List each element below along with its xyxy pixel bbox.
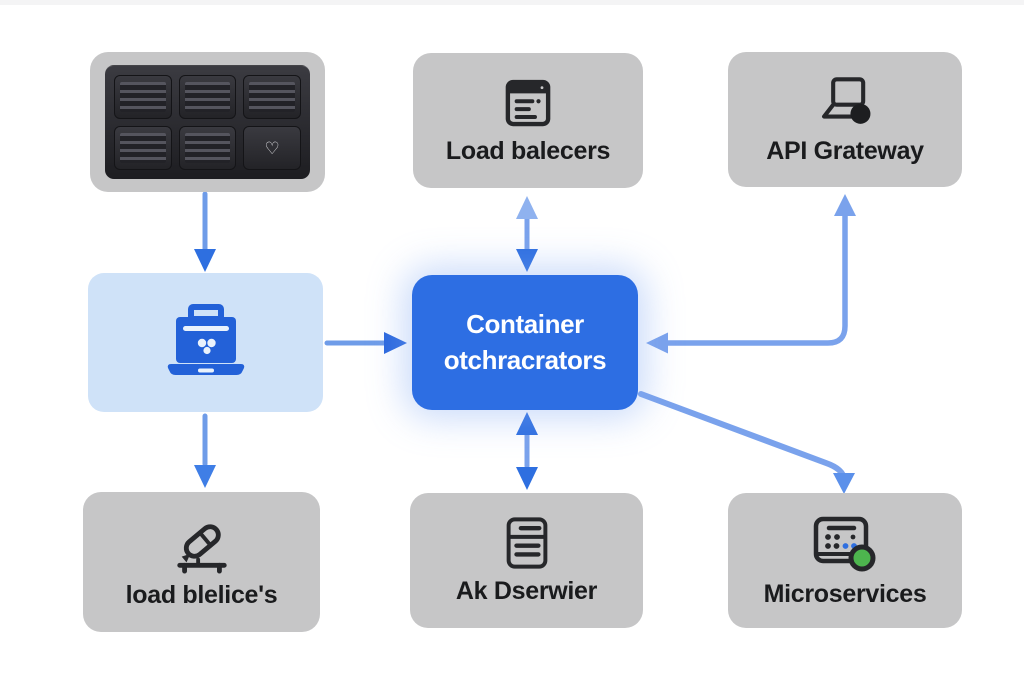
node-load-balancers: Load balecers [413,53,643,188]
node-label: API Grateway [766,137,924,166]
node-server-rack: ♡ [90,52,325,192]
node-api-gateway: API Grateway [728,52,962,187]
arrow-serverrack-to-devices [194,191,216,272]
top-edge-artifact [0,0,1024,5]
node-label: Load balecers [445,137,611,166]
rack-panel [178,126,237,170]
node-app-server: Ak Dserwier [410,493,643,628]
arrow-devices-to-loaddevices [194,413,216,488]
service-board-status-icon [809,512,881,574]
rack-panel [243,75,301,119]
node-label: Ak Dserwier [455,577,598,606]
node-microservices: Microservices [728,493,962,628]
arrow-orchestrator-appserver-bidirectional [516,412,538,490]
rack-panel [114,75,172,119]
heart-icon: ♡ [264,138,280,158]
browser-window-icon [500,75,556,131]
microphone-stand-icon [171,515,233,575]
server-rack-image: ♡ [105,65,310,179]
node-label: Microservices [763,580,927,609]
rack-panel [114,126,172,170]
laptop-status-dot-icon [815,73,875,131]
node-label: Container otchracrators [443,307,607,377]
node-container-orchestrators: Container otchracrators [412,275,638,410]
arrow-loadbalancers-orchestrator-bidirectional [516,196,538,272]
rack-panel [178,75,237,119]
node-label: load blelice's [125,580,278,609]
arrow-devices-to-orchestrator [324,332,407,354]
node-load-devices: load blelice's [83,492,320,632]
arrow-orchestrator-apigateway-elbow [646,194,856,354]
stacked-server-icon [499,515,555,571]
arrow-orchestrator-to-microservices-diagonal [638,391,855,494]
label-line-2: otchracrators [443,344,607,375]
label-line-1: Container [466,309,584,340]
rack-panel-heart: ♡ [243,126,301,170]
briefcase-laptop-icon [163,303,249,382]
node-devices [88,273,323,412]
